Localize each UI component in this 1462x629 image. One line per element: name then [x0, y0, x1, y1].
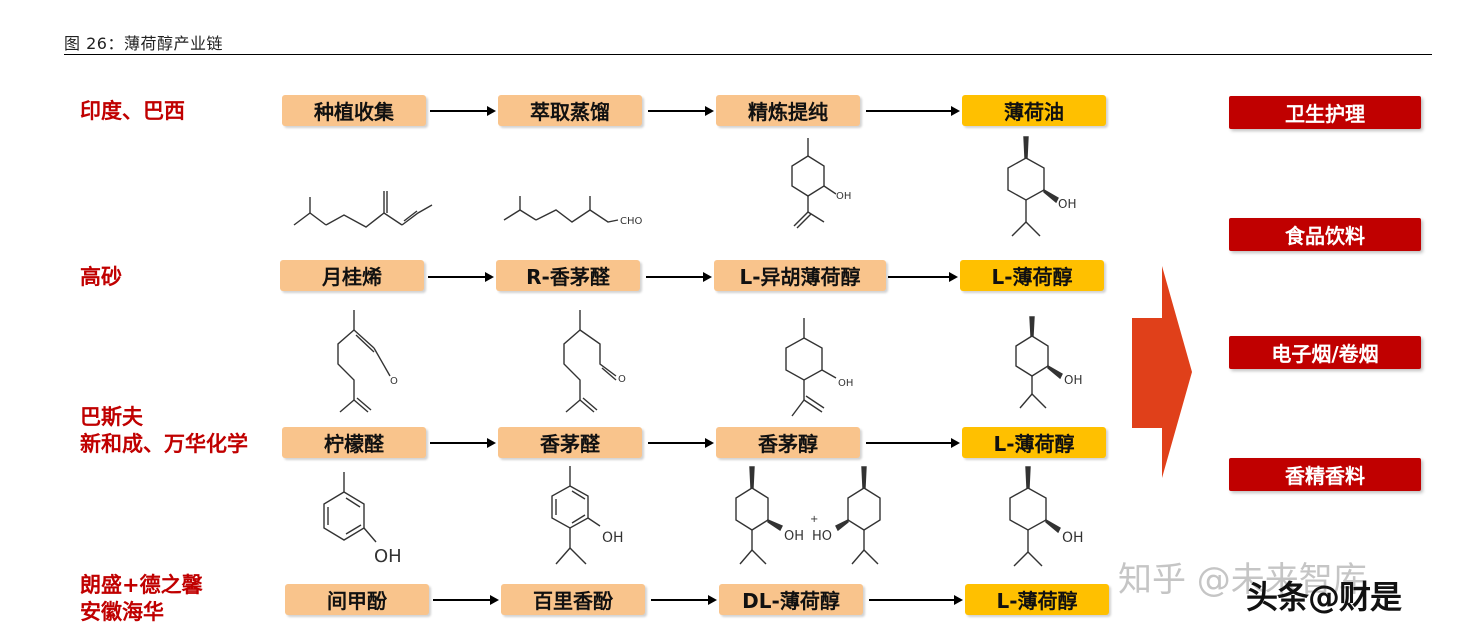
product-box: L-薄荷醇 — [960, 260, 1104, 291]
flow-arrow — [428, 272, 494, 282]
caption-divider — [64, 54, 1432, 55]
citronellol-structure: OH — [774, 316, 864, 426]
svg-text:OH: OH — [374, 546, 402, 567]
svg-text:OH: OH — [602, 530, 624, 546]
product-box: 薄荷油 — [962, 95, 1106, 126]
flow-arrow — [888, 272, 958, 282]
svg-text:OH: OH — [1058, 197, 1076, 211]
svg-text:O: O — [390, 376, 398, 387]
watermark-zhihu: 知乎 @未来智库 — [1118, 560, 1367, 600]
step-box: R-香茅醛 — [496, 260, 640, 291]
flow-arrow — [866, 106, 960, 116]
producer-name: 高砂 — [80, 265, 122, 289]
big-right-arrow — [1132, 266, 1194, 482]
flow-arrow — [648, 438, 714, 448]
step-box: 香茅醇 — [716, 427, 860, 458]
svg-text:OH: OH — [784, 529, 804, 544]
product-box: L-薄荷醇 — [965, 584, 1109, 615]
producer-row1: 印度、巴西 — [80, 98, 185, 125]
menthol-structure: OH — [998, 136, 1088, 244]
application-box: 卫生护理 — [1229, 96, 1421, 129]
citronellal-skeletal: O — [550, 308, 640, 418]
producer-row2: 高砂 — [80, 264, 122, 291]
application-box: 食品饮料 — [1229, 218, 1421, 251]
svg-text:HO: HO — [812, 529, 832, 544]
flow-arrow — [648, 106, 714, 116]
citronellal-structure: CHO — [500, 190, 650, 235]
menthol-structure: OH — [1000, 466, 1100, 576]
figure-caption: 图 26：薄荷醇产业链 — [64, 34, 223, 53]
myrcene-structure — [292, 185, 437, 235]
producer-name: 巴斯夫 — [80, 405, 143, 429]
svg-text:CHO: CHO — [620, 216, 643, 227]
producer-name: 朗盛+德之馨 — [80, 573, 203, 597]
svg-text:O: O — [618, 374, 626, 385]
producer-name: 安徽海华 — [80, 600, 164, 624]
m-cresol-structure: OH — [312, 468, 422, 568]
step-box: 萃取蒸馏 — [498, 95, 642, 126]
step-box: 精炼提纯 — [716, 95, 860, 126]
producer-name: 新和成、万华化学 — [80, 432, 248, 456]
thymol-structure: OH — [536, 464, 636, 574]
application-box: 香精香料 — [1229, 458, 1421, 491]
svg-text:OH: OH — [836, 191, 851, 202]
isopulegol-structure: OH — [778, 136, 868, 236]
flow-arrow — [433, 595, 499, 605]
producer-row3: 巴斯夫 新和成、万华化学 — [80, 404, 248, 458]
application-box: 电子烟/卷烟 — [1229, 336, 1421, 369]
flow-arrow — [646, 272, 712, 282]
flow-arrow — [651, 595, 717, 605]
step-box: DL-薄荷醇 — [719, 584, 863, 615]
flow-arrow — [866, 438, 960, 448]
step-box: L-异胡薄荷醇 — [714, 260, 886, 291]
step-box: 香茅醛 — [498, 427, 642, 458]
producer-row4: 朗盛+德之馨 安徽海华 — [80, 572, 203, 626]
step-box: 间甲酚 — [285, 584, 429, 615]
menthol-structure: OH — [1006, 316, 1096, 416]
dl-menthol-structure: OH + HO — [728, 466, 898, 576]
svg-text:OH: OH — [838, 378, 853, 389]
flow-arrow — [869, 595, 963, 605]
product-box: L-薄荷醇 — [962, 427, 1106, 458]
svg-text:OH: OH — [1062, 530, 1084, 546]
watermark-toutiao: 头条@财是 — [1246, 578, 1402, 616]
citral-structure: O — [318, 308, 408, 418]
producer-name: 印度、巴西 — [80, 99, 185, 123]
flow-arrow — [430, 106, 496, 116]
flow-arrow — [430, 438, 496, 448]
svg-text:OH: OH — [1064, 373, 1082, 387]
step-box: 种植收集 — [282, 95, 426, 126]
step-box: 柠檬醛 — [282, 427, 426, 458]
svg-text:+: + — [810, 514, 818, 525]
step-box: 百里香酚 — [501, 584, 645, 615]
step-box: 月桂烯 — [280, 260, 424, 291]
